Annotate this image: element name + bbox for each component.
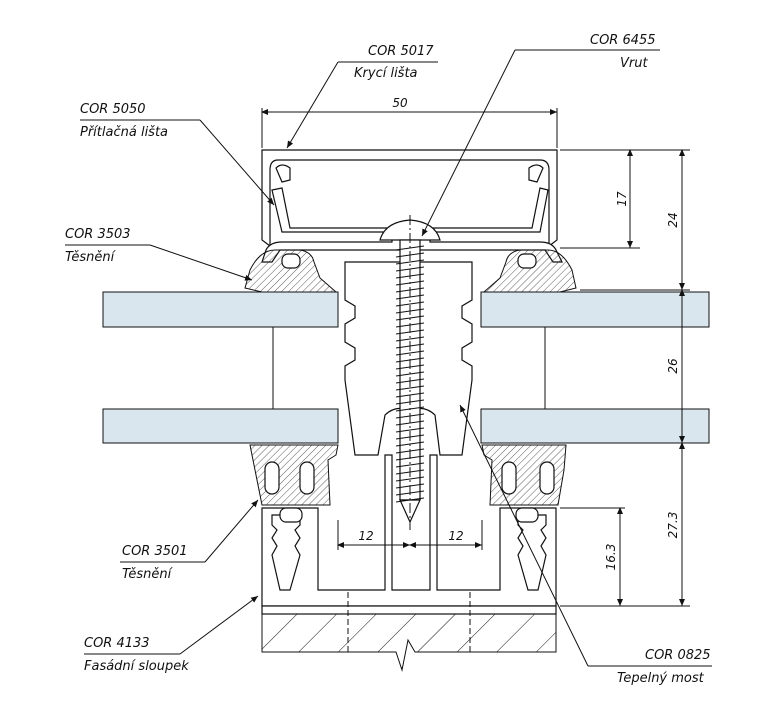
screw-thread bbox=[395, 301, 425, 307]
label-cor3501-name: Těsnění bbox=[122, 567, 174, 582]
bottom-gaskets bbox=[249, 444, 567, 506]
screw bbox=[379, 215, 441, 530]
label-cor5050-code: COR 5050 bbox=[80, 102, 146, 117]
label-cor5050-name: Přítlačná lišta bbox=[80, 125, 168, 140]
screw-thread bbox=[395, 259, 425, 265]
dim-top-height: 24 bbox=[666, 212, 680, 227]
label-cor5017-code: COR 5017 bbox=[368, 44, 434, 59]
label-cor6455-name: Vrut bbox=[620, 56, 648, 71]
top-gaskets bbox=[244, 249, 577, 293]
leader-lines bbox=[65, 49, 712, 667]
dim-bottom-height: 27.3 bbox=[666, 512, 680, 539]
label-cor4133-name: Fasádní sloupek bbox=[84, 659, 189, 674]
screw-thread bbox=[395, 427, 425, 433]
cover-cap bbox=[261, 149, 558, 248]
dim-width-top: 50 bbox=[392, 96, 408, 110]
dim-glass-gap: 26 bbox=[666, 358, 680, 374]
label-cor0825-code: COR 0825 bbox=[645, 648, 711, 663]
screw-thread bbox=[395, 350, 425, 356]
screw-thread bbox=[395, 476, 425, 482]
dim-left-half: 12 bbox=[358, 529, 373, 543]
label-cor3503-name: Těsnění bbox=[65, 250, 117, 265]
dim-cap-height: 17 bbox=[615, 191, 629, 207]
dim-right-half: 12 bbox=[448, 529, 463, 543]
label-cor3503-code: COR 3503 bbox=[65, 227, 131, 242]
screw-thread bbox=[395, 336, 425, 342]
glass-panes bbox=[102, 291, 710, 444]
label-cor6455-code: COR 6455 bbox=[590, 33, 656, 48]
screw-thread bbox=[395, 462, 425, 468]
label-cor5017-name: Krycí lišta bbox=[354, 66, 418, 81]
label-cor3501-code: COR 3501 bbox=[122, 544, 188, 559]
label-cor0825-name: Tepelný most bbox=[617, 671, 705, 686]
mullion bbox=[261, 454, 557, 672]
dim-inner-height: 16.3 bbox=[604, 544, 618, 571]
screw-thread bbox=[395, 385, 425, 391]
dimension-lines bbox=[261, 108, 690, 607]
label-cor4133-code: COR 4133 bbox=[84, 636, 150, 651]
